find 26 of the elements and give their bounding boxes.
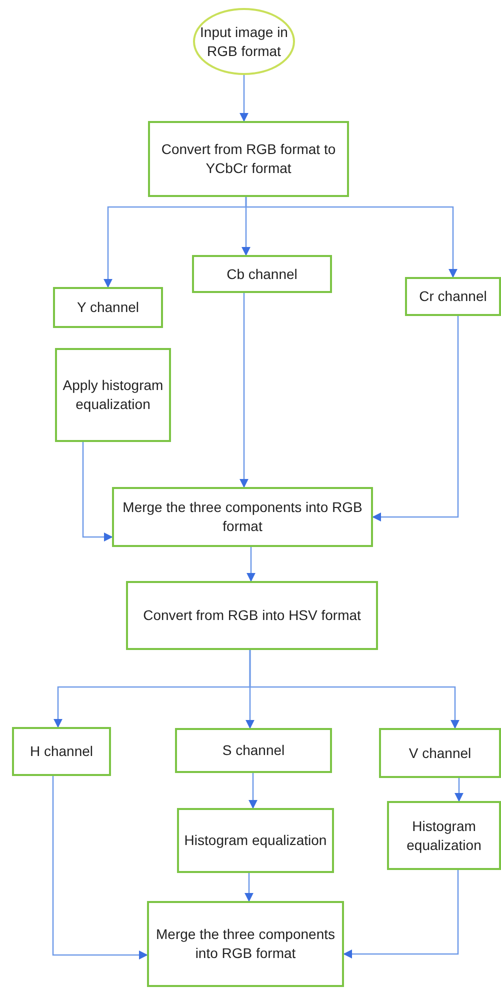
process-box: H channel xyxy=(12,727,111,776)
process-box: Y channel xyxy=(53,287,163,328)
process-box: Convert from RGB format to YCbCr format xyxy=(148,121,349,197)
arrow xyxy=(239,75,249,122)
start-ellipse: Input image in RGB format xyxy=(193,8,295,75)
process-box: Histogram equalization xyxy=(387,801,501,870)
arrow xyxy=(245,197,458,278)
process-box: V channel xyxy=(379,728,501,778)
process-box: Apply histogram equalization xyxy=(55,348,171,442)
arrow xyxy=(454,778,464,802)
arrow xyxy=(52,776,148,960)
arrow xyxy=(372,316,459,522)
process-box: Merge the three components into RGB format xyxy=(112,487,373,547)
arrow xyxy=(248,773,258,809)
arrow xyxy=(239,293,249,488)
arrow xyxy=(249,650,460,729)
process-box: Cb channel xyxy=(192,255,332,293)
process-box: S channel xyxy=(175,728,332,773)
process-box: Convert from RGB into HSV format xyxy=(126,581,378,650)
process-box: Histogram equalization xyxy=(177,808,334,873)
process-box: Cr channel xyxy=(405,277,501,316)
arrow xyxy=(246,547,256,582)
arrow xyxy=(343,870,459,959)
process-box: Merge the three components into RGB format xyxy=(147,901,344,987)
arrow xyxy=(82,442,113,542)
arrow xyxy=(244,873,254,902)
